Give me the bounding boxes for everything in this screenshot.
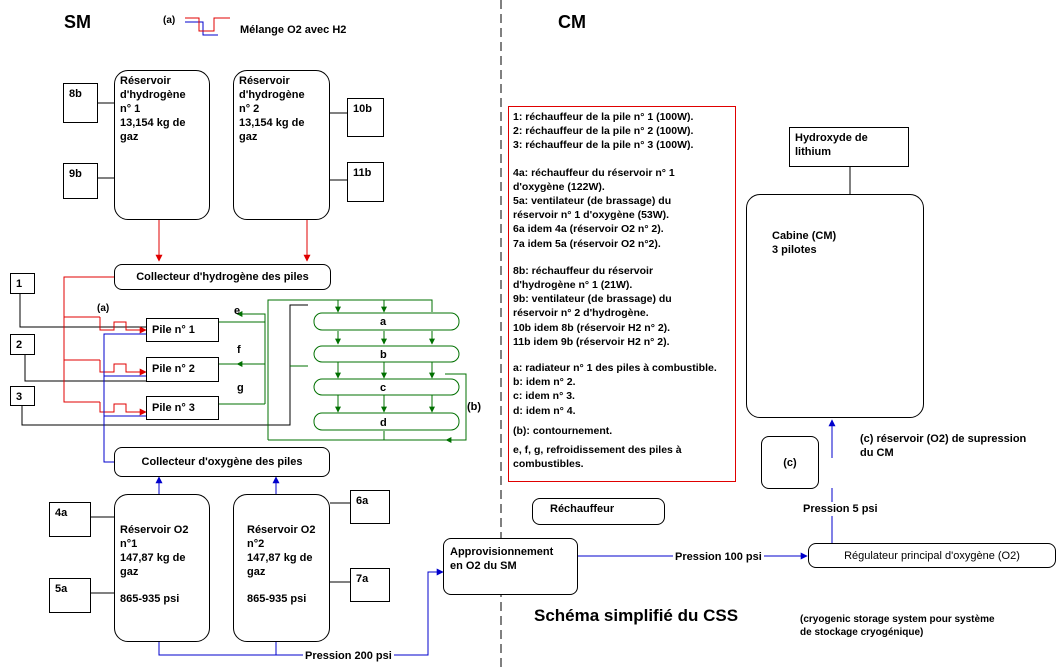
pressure-100-label: Pression 100 psi (673, 550, 764, 564)
heater-1[interactable]: 1 (10, 273, 35, 294)
cooling-e-label: e (234, 305, 241, 317)
legend-box: 1: réchauffeur de la pile n° 1 (100W). 2… (508, 106, 736, 482)
surge-tank-box[interactable]: (c) (761, 436, 819, 489)
oxygen-tank-1-pressure: 865-935 psi (120, 593, 180, 605)
pressure-200-label: Pression 200 psi (303, 649, 394, 663)
heater-4a[interactable]: 4a (49, 502, 91, 537)
bypass-label: (b) (467, 401, 482, 413)
heater-box[interactable]: Réchauffeur (532, 498, 665, 525)
heater-6a[interactable]: 6a (350, 490, 390, 524)
cooling-f-label: f (237, 344, 241, 356)
oxygen-tank-2[interactable]: Réservoir O2 n°2 147,87 kg de gaz 865-93… (233, 494, 330, 642)
radiator-b-label: b (380, 349, 387, 361)
fan-7a[interactable]: 7a (350, 568, 390, 602)
fuel-cell-2[interactable]: Pile n° 2 (146, 357, 219, 382)
fan-11b[interactable]: 11b (347, 162, 384, 202)
heater-8b[interactable]: 8b (63, 83, 98, 123)
cabin-box[interactable]: Cabine (CM) 3 pilotes (746, 194, 924, 418)
diagram-title: Schéma simplifié du CSS (534, 606, 739, 625)
heater-10b[interactable]: 10b (347, 98, 384, 137)
legend-cooling: e, f, g, refroidissement des piles à com… (513, 444, 682, 471)
cooling-g-label: g (237, 382, 244, 394)
heater-fan-wiring (19, 102, 851, 594)
diagram-subtitle: (cryogenic storage system pour système d… (800, 614, 995, 638)
key-marker: (a) (163, 15, 176, 26)
hydrogen-lines (63, 219, 311, 416)
surge-tank-label: (c) réservoir (O2) de supression du CM (860, 433, 1027, 459)
hydrogen-tank-1[interactable]: Réservoir d'hydrogène n° 1 13,154 kg de … (114, 70, 210, 220)
radiators (313, 312, 460, 431)
oxygen-collector[interactable]: Collecteur d'oxygène des piles (114, 447, 330, 477)
fan-9b[interactable]: 9b (63, 163, 98, 199)
radiator-c-label: c (380, 382, 387, 394)
legend-cell-heaters: 1: réchauffeur de la pile n° 1 (100W). 2… (513, 111, 694, 152)
mix-marker: (a) (97, 303, 110, 314)
sm-heading: SM (64, 12, 91, 32)
fuel-cell-3[interactable]: Pile n° 3 (146, 396, 219, 420)
mix-key-symbol (185, 17, 230, 36)
oxygen-regulator-label: Régulateur principal d'oxygène (O2) (844, 549, 1020, 562)
radiator-a-label: a (380, 316, 387, 328)
oxygen-supply-box[interactable]: Approvisionnement en O2 du SM (443, 538, 578, 595)
heater-3[interactable]: 3 (10, 386, 35, 406)
oxygen-tank-1-text: Réservoir O2 n°1 147,87 kg de gaz (120, 524, 189, 578)
fuel-cell-1[interactable]: Pile n° 1 (146, 318, 219, 342)
fan-5a[interactable]: 5a (49, 578, 91, 613)
legend-hydrogen-tank-devices: 8b: réchauffeur du réservoir d'hydrogène… (513, 264, 672, 348)
key-label: Mélange O2 avec H2 (240, 24, 347, 36)
cm-heading: CM (558, 12, 586, 32)
oxygen-regulator-box[interactable]: Régulateur principal d'oxygène (O2) (808, 543, 1056, 568)
hydrogen-tank-2[interactable]: Réservoir d'hydrogène n° 2 13,154 kg de … (233, 70, 330, 220)
lithium-hydroxide-box[interactable]: Hydroxyde de lithium (789, 127, 909, 167)
legend-radiators: a: radiateur n° 1 des piles à combustibl… (513, 362, 717, 417)
radiator-d-label: d (380, 417, 387, 429)
oxygen-tank-2-pressure: 865-935 psi (247, 593, 307, 605)
legend-bypass: (b): contournement. (513, 424, 613, 437)
hydrogen-collector[interactable]: Collecteur d'hydrogène des piles (114, 264, 331, 290)
pressure-5-label: Pression 5 psi (802, 502, 879, 516)
coolant-loop (219, 299, 467, 443)
oxygen-tank-2-text: Réservoir O2 n°2 147,87 kg de gaz (247, 524, 316, 578)
legend-oxygen-tank-devices: 4a: réchauffeur du réservoir n° 1 d'oxyg… (513, 166, 675, 250)
heater-2[interactable]: 2 (10, 334, 35, 355)
oxygen-tank-1[interactable]: Réservoir O2 n°1 147,87 kg de gaz 865-93… (114, 494, 210, 642)
